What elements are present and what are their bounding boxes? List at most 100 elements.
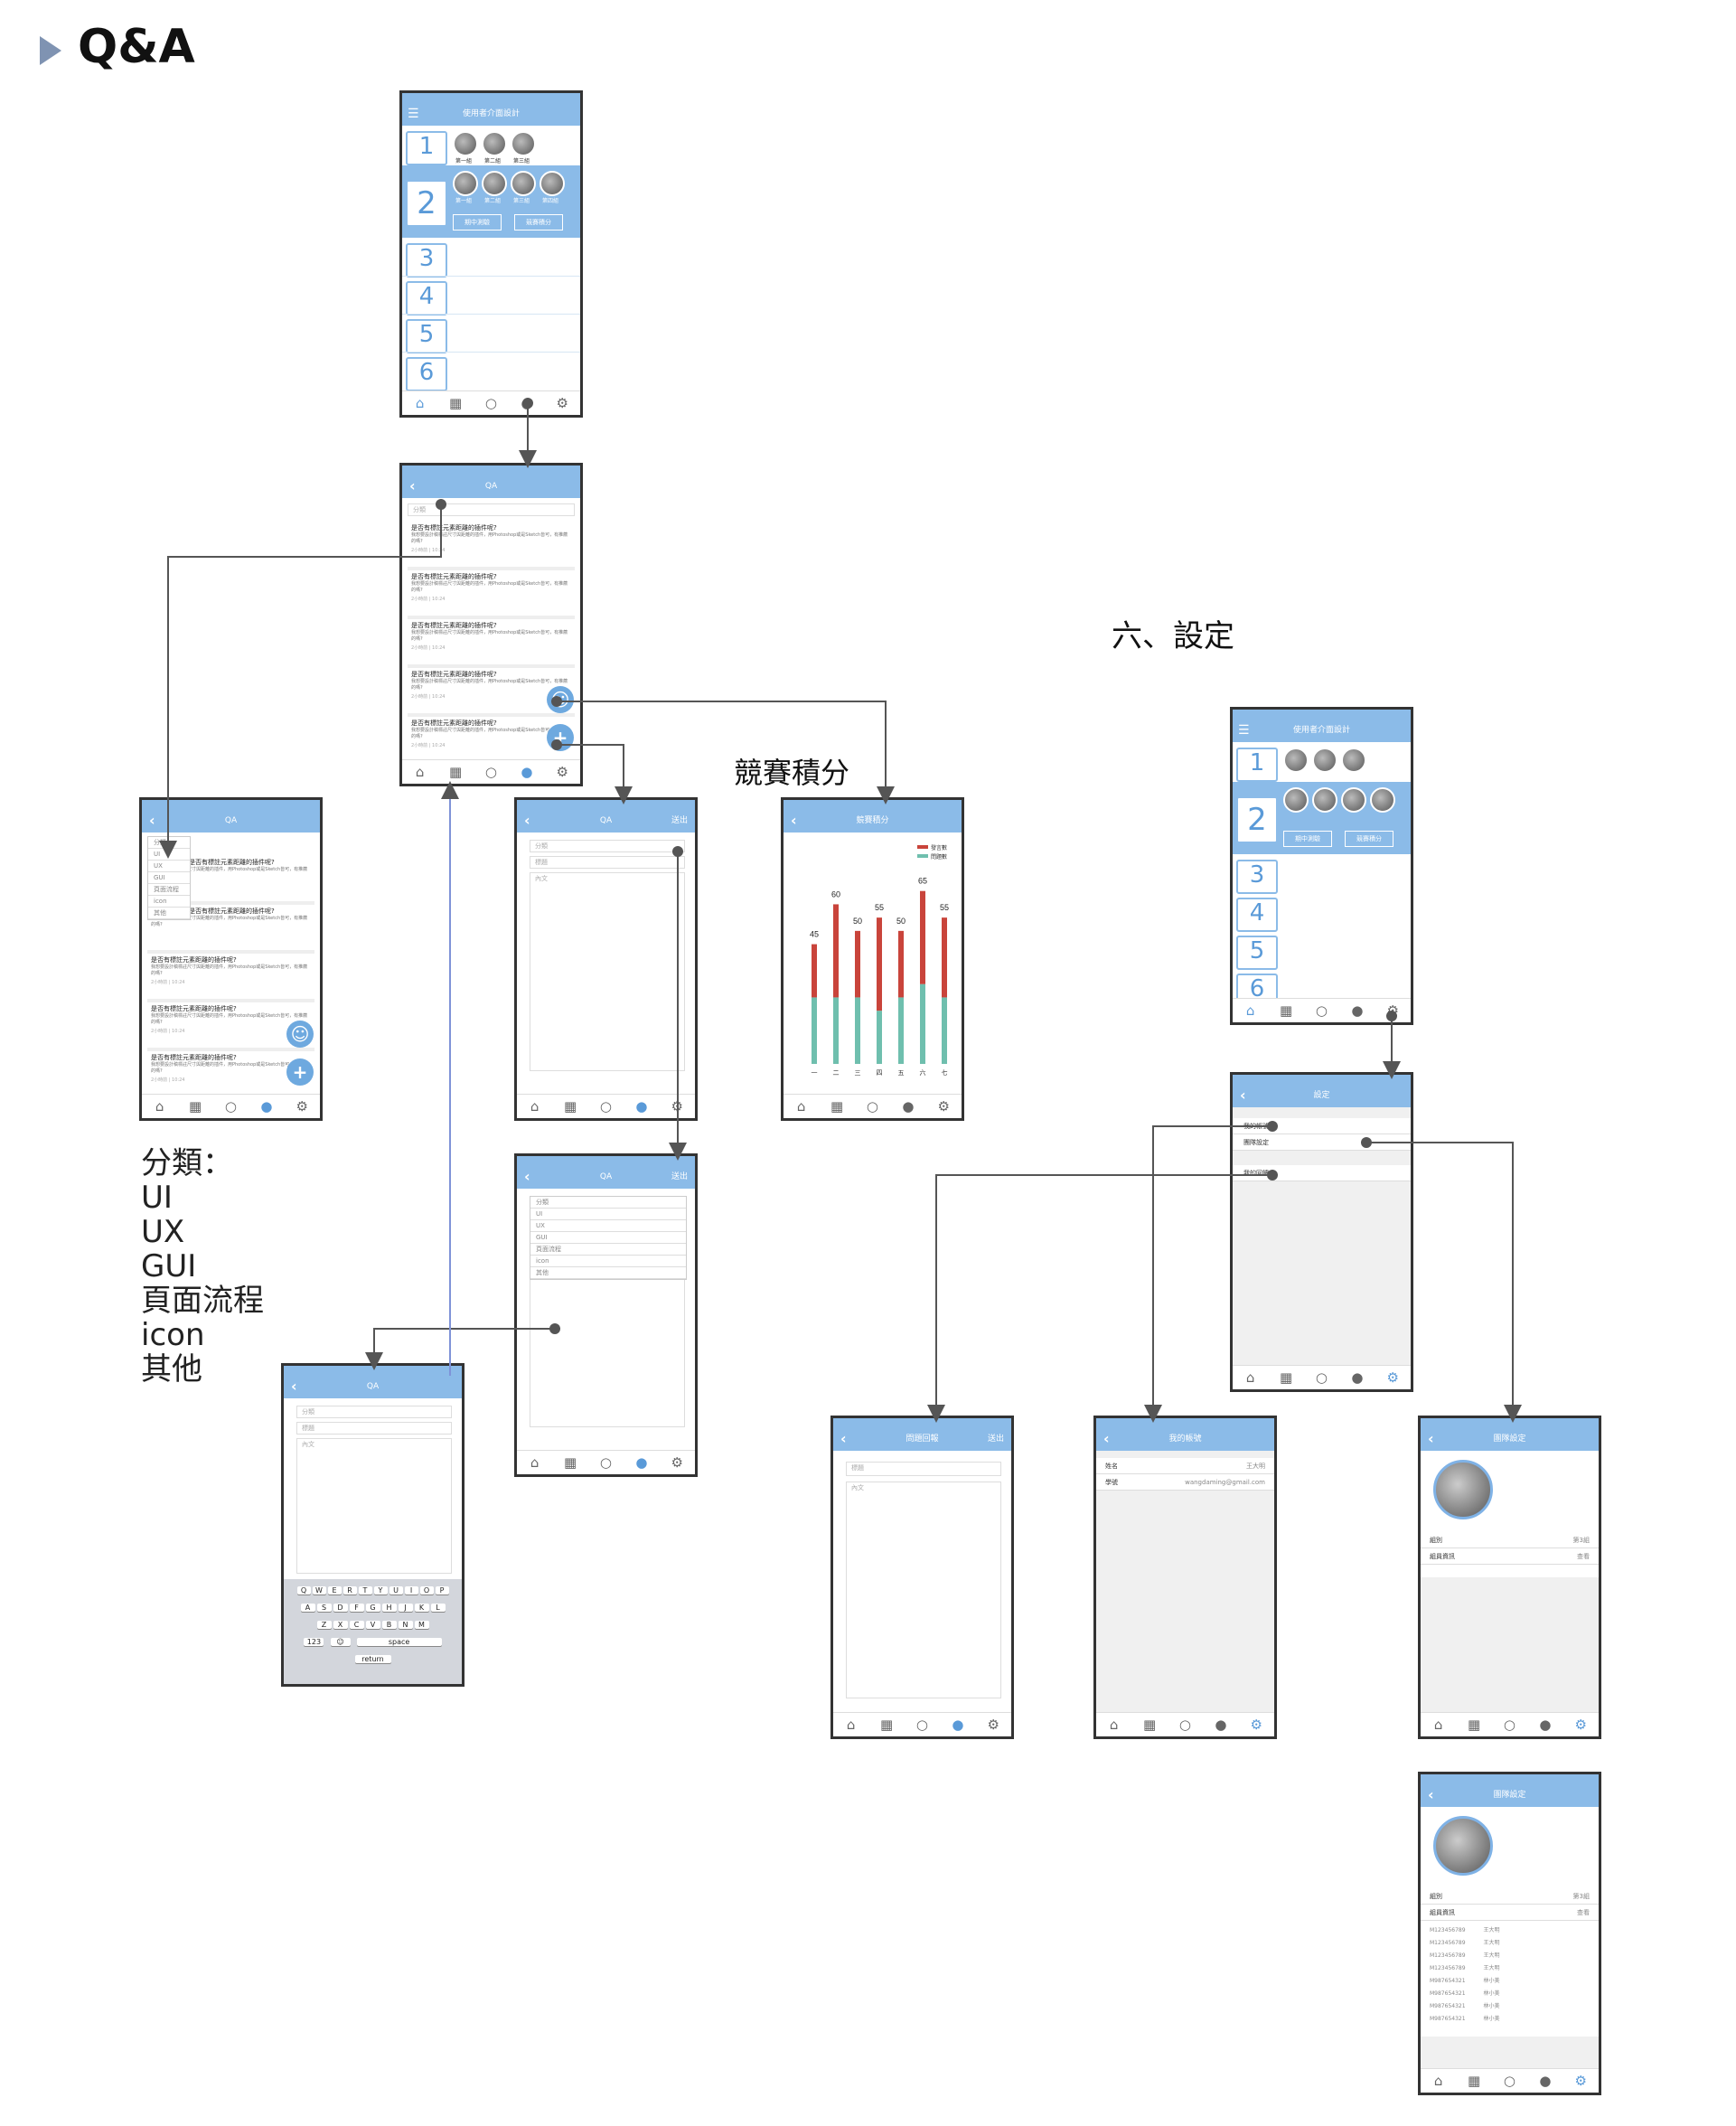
key-u[interactable]: U — [389, 1586, 403, 1594]
settings-row-feedback[interactable]: 我的回饋 — [1233, 1165, 1411, 1181]
home-icon[interactable]: ⌂ — [1245, 1002, 1255, 1019]
dropdown-header[interactable]: 分類 — [148, 837, 190, 849]
grid-icon[interactable]: ▦ — [1279, 1369, 1293, 1386]
chat-icon[interactable]: ○ — [1178, 1717, 1192, 1733]
key-z[interactable]: Z — [316, 1621, 332, 1629]
key-q[interactable]: Q — [296, 1586, 311, 1594]
gear-icon[interactable]: ⚙ — [1574, 2073, 1587, 2089]
key-c[interactable]: C — [349, 1621, 364, 1629]
score-button[interactable]: 競賽積分 — [514, 214, 563, 230]
gear-icon[interactable]: ⚙ — [556, 395, 568, 411]
content-field[interactable]: 內文 — [846, 1482, 1001, 1698]
dropdown-option[interactable]: UI — [148, 849, 190, 861]
group-avatar[interactable] — [1370, 787, 1395, 813]
dropdown-option[interactable]: GUI — [148, 872, 190, 884]
category-field[interactable]: 分類 — [530, 840, 685, 852]
key-d[interactable]: D — [333, 1604, 348, 1612]
row-number[interactable]: 1 — [1236, 748, 1278, 782]
group-avatar[interactable] — [1312, 787, 1337, 813]
qa-icon[interactable]: ● — [1539, 2073, 1552, 2089]
question-item[interactable]: 是否有標註元素距離的插件呢?我想要設計稿標註尺寸與距離的插件，用Photosho… — [408, 619, 575, 668]
category-filter[interactable]: 分類 — [408, 503, 575, 516]
back-icon[interactable]: ‹ — [1428, 1430, 1434, 1447]
chat-icon[interactable]: ○ — [484, 764, 498, 780]
grid-icon[interactable]: ▦ — [448, 764, 463, 780]
gear-icon[interactable]: ⚙ — [1386, 1369, 1399, 1386]
home-icon[interactable]: ⌂ — [155, 1098, 164, 1115]
key-y[interactable]: Y — [373, 1586, 388, 1594]
home-icon[interactable]: ⌂ — [846, 1717, 856, 1733]
key-f[interactable]: F — [349, 1604, 364, 1612]
gear-icon[interactable]: ⚙ — [987, 1717, 999, 1733]
members-row[interactable]: 組員資訊查看 — [1421, 1548, 1599, 1565]
grid-icon[interactable]: ▦ — [563, 1454, 577, 1471]
qa-icon[interactable]: ● — [635, 1454, 648, 1471]
back-icon[interactable]: ‹ — [149, 812, 155, 829]
home-icon[interactable]: ⌂ — [415, 395, 425, 411]
avatar[interactable] — [1433, 1460, 1493, 1519]
dropdown-option[interactable]: 頁面流程 — [530, 1244, 686, 1256]
qa-icon[interactable]: ● — [1351, 1002, 1364, 1019]
qa-icon[interactable]: ● — [952, 1717, 964, 1733]
send-button[interactable]: 送出 — [671, 1172, 688, 1181]
add-fab[interactable]: + — [547, 724, 574, 751]
category-dropdown[interactable]: 分類 UI UX GUI 頁面流程 icon 其他 — [147, 836, 191, 920]
key-m[interactable]: M — [414, 1621, 429, 1629]
home-icon[interactable]: ⌂ — [1245, 1369, 1255, 1386]
back-icon[interactable]: ‹ — [840, 1430, 847, 1447]
qa-icon[interactable]: ● — [635, 1098, 648, 1115]
qa-icon[interactable]: ● — [1539, 1717, 1552, 1733]
home-icon[interactable]: ⌂ — [530, 1454, 540, 1471]
group-avatar[interactable] — [1341, 748, 1366, 773]
grid-icon[interactable]: ▦ — [1467, 1717, 1481, 1733]
key-i[interactable]: I — [404, 1586, 418, 1594]
key-p[interactable]: P — [435, 1586, 449, 1594]
group-avatar[interactable] — [540, 171, 565, 196]
row-number[interactable]: 3 — [1236, 860, 1278, 894]
subject-field[interactable]: 標題 — [296, 1422, 452, 1435]
gear-icon[interactable]: ⚙ — [1574, 1717, 1587, 1733]
chat-icon[interactable]: ○ — [599, 1454, 613, 1471]
row-number[interactable]: 1 — [406, 131, 447, 165]
grid-icon[interactable]: ▦ — [1467, 2073, 1481, 2089]
return-key[interactable]: return — [354, 1655, 391, 1663]
row-number[interactable]: 2 — [1236, 796, 1278, 843]
menu-icon[interactable]: ☰ — [1238, 723, 1250, 738]
chat-icon[interactable]: ○ — [1503, 1717, 1516, 1733]
qa-icon[interactable]: ● — [1215, 1717, 1227, 1733]
settings-row-team[interactable]: 團隊設定 — [1233, 1134, 1411, 1151]
award-fab[interactable]: ☺ — [286, 1021, 314, 1048]
group-avatar[interactable] — [1341, 787, 1366, 813]
key-w[interactable]: W — [312, 1586, 326, 1594]
grid-icon[interactable]: ▦ — [830, 1098, 844, 1115]
qa-icon[interactable]: ● — [260, 1098, 273, 1115]
key-s[interactable]: S — [316, 1604, 332, 1612]
group-avatar[interactable] — [511, 131, 536, 156]
key-o[interactable]: O — [419, 1586, 434, 1594]
key-g[interactable]: G — [365, 1604, 380, 1612]
settings-row-account[interactable]: 我的帳號 — [1233, 1118, 1411, 1134]
numbers-key[interactable]: 123 — [304, 1638, 324, 1646]
chat-icon[interactable]: ○ — [224, 1098, 238, 1115]
group-avatar[interactable] — [511, 171, 536, 196]
gear-icon[interactable]: ⚙ — [1386, 1002, 1399, 1019]
midterm-button[interactable]: 期中測驗 — [1283, 831, 1332, 847]
category-field[interactable]: 分類 — [296, 1406, 452, 1418]
chat-icon[interactable]: ○ — [915, 1717, 929, 1733]
key-e[interactable]: E — [327, 1586, 342, 1594]
qa-icon[interactable]: ● — [521, 395, 533, 411]
gear-icon[interactable]: ⚙ — [937, 1098, 950, 1115]
home-icon[interactable]: ⌂ — [530, 1098, 540, 1115]
group-avatar[interactable] — [1312, 748, 1337, 773]
key-b[interactable]: B — [381, 1621, 397, 1629]
qa-icon[interactable]: ● — [1351, 1369, 1364, 1386]
content-field[interactable]: 內文 — [530, 872, 685, 1071]
dropdown-option[interactable]: icon — [148, 896, 190, 908]
grid-icon[interactable]: ▦ — [1142, 1717, 1157, 1733]
key-h[interactable]: H — [381, 1604, 397, 1612]
key-k[interactable]: K — [414, 1604, 429, 1612]
back-icon[interactable]: ‹ — [1428, 1786, 1434, 1803]
menu-icon[interactable]: ☰ — [408, 107, 419, 121]
chat-icon[interactable]: ○ — [866, 1098, 879, 1115]
